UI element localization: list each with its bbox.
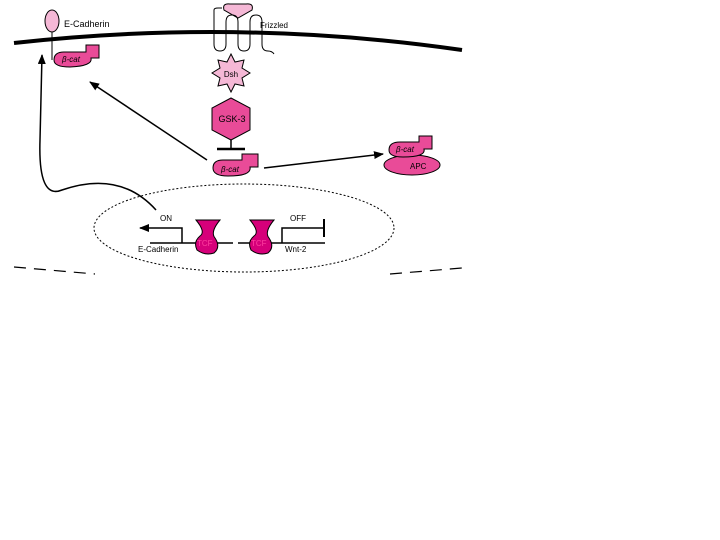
nuclear-boundary-left xyxy=(13,266,96,275)
on-label: ON xyxy=(160,214,172,223)
beta-catenin-membrane: β-cat xyxy=(53,44,100,68)
apc-label: APC xyxy=(410,162,427,171)
cell-membrane xyxy=(13,30,463,52)
wnt2-gene-label: Wnt-2 xyxy=(285,245,307,254)
arrow-to-membrane-bcat xyxy=(89,81,208,161)
tcf-right: TCF xyxy=(248,219,276,255)
apc-complex: APC β-cat xyxy=(383,135,441,176)
frizzled-label: Frizzled xyxy=(260,21,288,30)
frizzled-receptor xyxy=(213,3,275,55)
dsh-label: Dsh xyxy=(224,70,238,79)
svg-text:TCF: TCF xyxy=(251,239,267,248)
wnt2-promoter xyxy=(281,227,323,243)
beta-catenin-cytoplasm: β-cat xyxy=(212,153,259,177)
svg-text:β-cat: β-cat xyxy=(395,145,415,154)
e-cadherin-gene-label: E-Cadherin xyxy=(138,245,178,254)
gsk3-label: GSK-3 xyxy=(218,114,245,124)
e-cadherin-receptor-label: E-Cadherin xyxy=(64,19,110,29)
svg-text:β-cat: β-cat xyxy=(220,165,240,174)
e-cadherin-transcription-arrow xyxy=(139,224,183,243)
svg-text:TCF: TCF xyxy=(197,239,213,248)
arrow-to-apc-complex xyxy=(263,151,384,169)
dsh-protein: Dsh xyxy=(211,52,251,94)
arrow-to-e-cadherin xyxy=(37,54,157,211)
e-cadherin-receptor xyxy=(44,9,60,60)
nucleus xyxy=(93,183,395,273)
tcf-left: TCF xyxy=(194,219,222,255)
gsk3-protein: GSK-3 xyxy=(211,97,251,141)
off-label: OFF xyxy=(290,214,306,223)
nuclear-boundary-right xyxy=(389,267,463,275)
svg-text:β-cat: β-cat xyxy=(61,55,81,64)
